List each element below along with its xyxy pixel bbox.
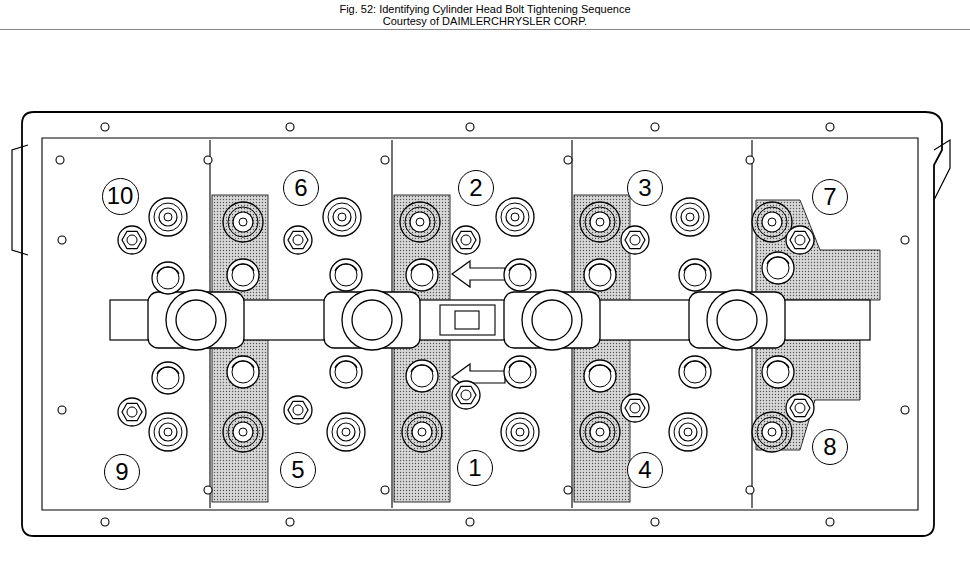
callout-number: 8 [823, 434, 836, 460]
callout-number: 1 [468, 455, 481, 481]
callout-number: 4 [638, 457, 651, 483]
callout-number: 6 [294, 175, 307, 201]
sequence-circle: 5 [280, 452, 316, 488]
credit-line: Courtesy of DAIMLERCHRYSLER CORP. [383, 15, 587, 27]
figure-title: Fig. 52: Identifying Cylinder Head Bolt … [339, 3, 630, 15]
callout-number: 9 [115, 459, 128, 485]
callout-number: 10 [107, 183, 134, 209]
sequence-circle: 2 [458, 170, 494, 206]
sequence-circle: 1 [457, 450, 493, 486]
callout-number: 5 [291, 457, 304, 483]
callout-number: 3 [638, 175, 651, 201]
sequence-circle: 3 [627, 170, 663, 206]
callout-number: 2 [469, 175, 482, 201]
sequence-circle: 4 [627, 452, 663, 488]
sequence-circle: 9 [104, 454, 140, 490]
sequence-circle: 6 [283, 170, 319, 206]
sequence-circle: 8 [812, 429, 848, 465]
sequence-circle: 7 [812, 179, 848, 215]
sequence-circle: 10 [102, 178, 139, 215]
callout-number: 7 [823, 184, 836, 210]
